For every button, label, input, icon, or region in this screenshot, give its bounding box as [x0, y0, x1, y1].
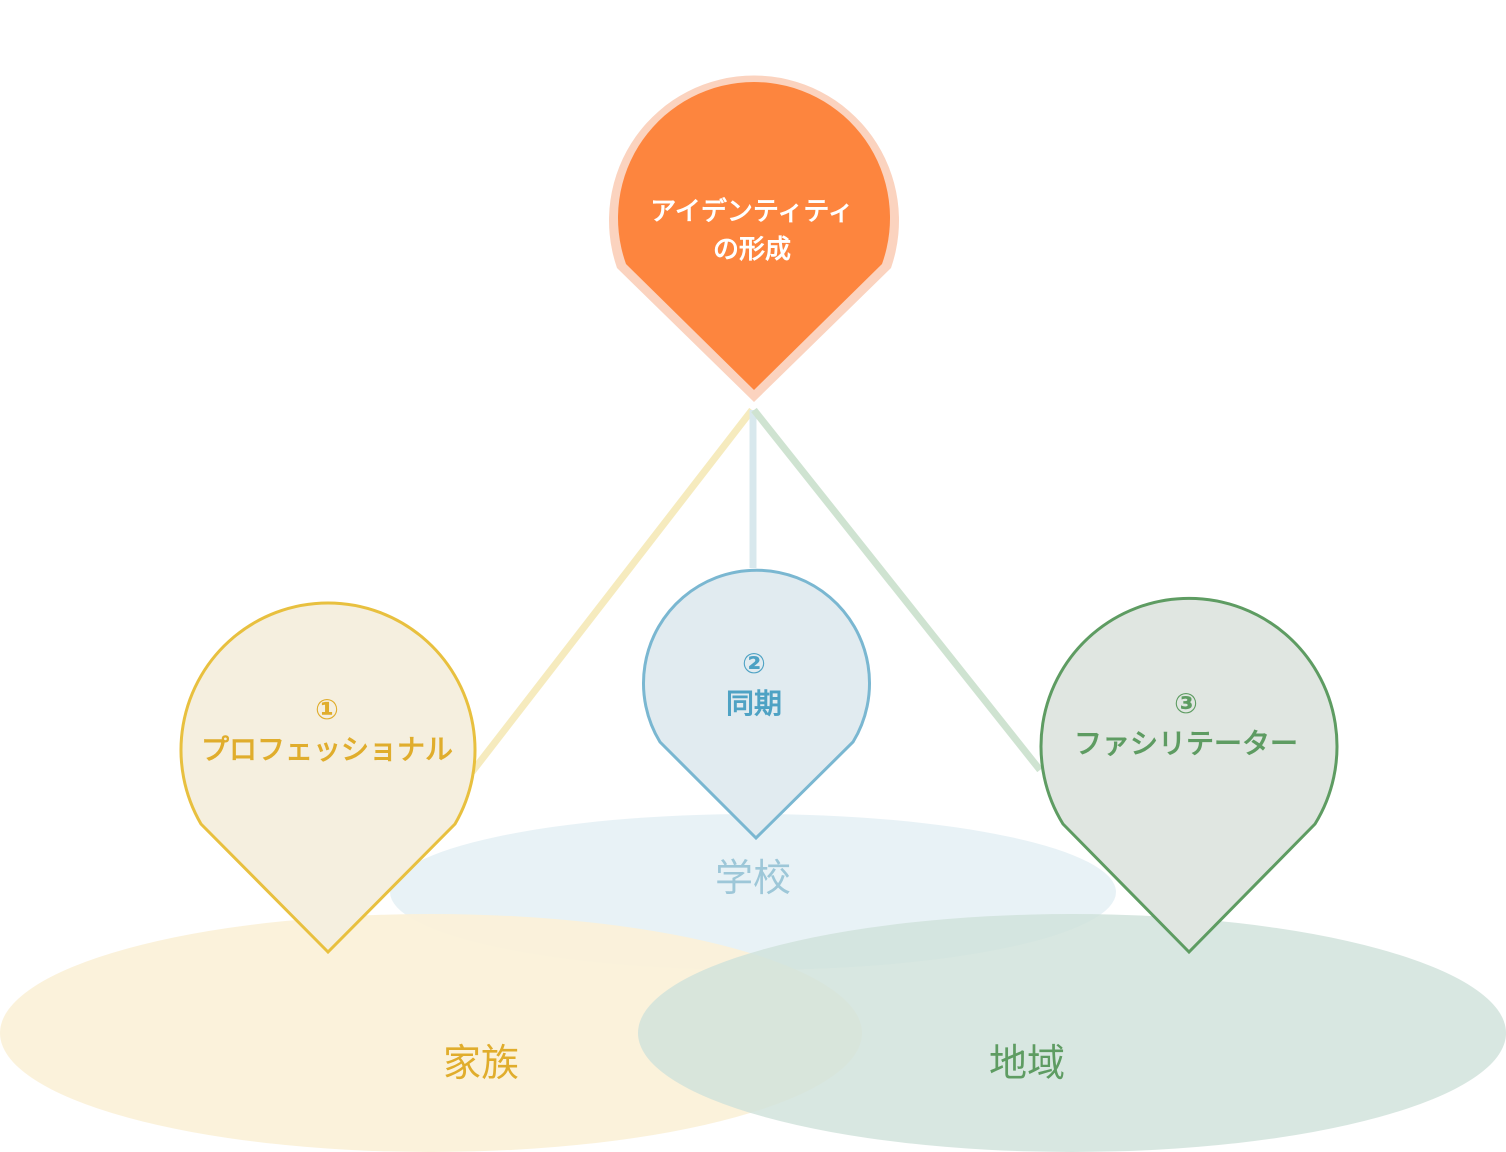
top-node-title-line2: の形成 [713, 235, 791, 265]
connector-facilitator [751, 407, 1043, 773]
top-node: アイデンティティ の形成 [609, 75, 899, 403]
region-community-label: 地域 [989, 1041, 1065, 1085]
pin-professional-label: プロフェッショナル [201, 733, 453, 766]
top-node-title-line1: アイデンティティ [650, 196, 854, 227]
region-community-ellipse [638, 914, 1506, 1152]
connectors [469, 407, 1043, 775]
pin-peers: ② 同期 [642, 568, 871, 841]
pin-facilitator-shape [1039, 596, 1339, 955]
pin-facilitator-number: ③ [1174, 687, 1198, 720]
pin-professional: ① プロフェッショナル [179, 601, 477, 955]
pin-facilitator: ③ ファシリテーター [1039, 596, 1339, 955]
pin-peers-shape [642, 568, 871, 841]
pin-professional-number: ① [315, 693, 339, 726]
regions [0, 814, 1506, 1152]
pin-professional-shape [179, 601, 477, 955]
pin-peers-number: ② [742, 647, 766, 680]
connector-professional [469, 407, 755, 775]
pin-facilitator-label: ファシリテーター [1074, 727, 1298, 760]
region-school-label: 学校 [715, 856, 791, 900]
region-family-ellipse [0, 914, 862, 1152]
region-family-label: 家族 [443, 1041, 519, 1085]
top-node-pin [618, 82, 891, 390]
pin-peers-label: 同期 [726, 687, 782, 720]
